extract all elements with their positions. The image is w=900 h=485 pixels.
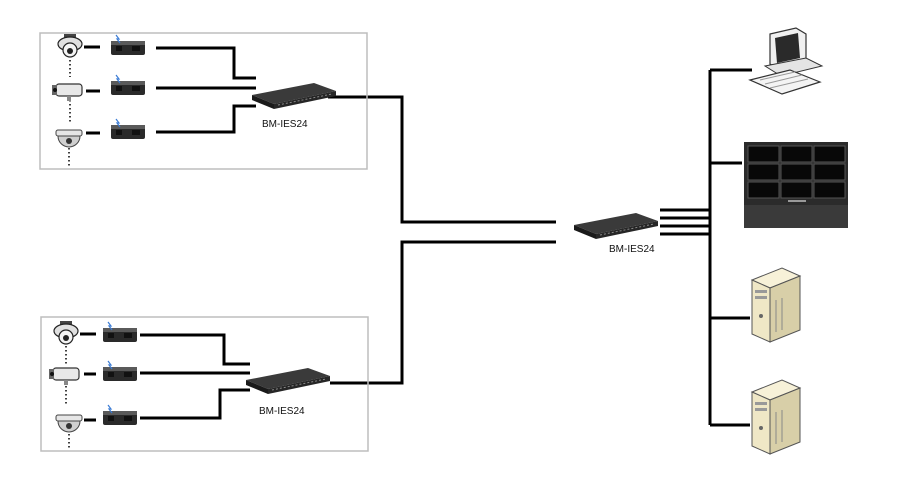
camera-links bbox=[80, 45, 100, 422]
bullet-camera-icon bbox=[51, 83, 83, 102]
camera-group-top: BM-IES24 bbox=[39, 32, 368, 170]
network-switch-icon bbox=[245, 367, 331, 395]
media-converter-icon bbox=[110, 74, 146, 96]
network-switch-icon bbox=[573, 212, 659, 240]
group-frame-bottom bbox=[40, 316, 369, 452]
dotted-links bbox=[65, 60, 71, 450]
connection-lines bbox=[140, 46, 752, 427]
server-icon bbox=[751, 267, 801, 343]
camera-group-bottom: BM-IES24 bbox=[40, 316, 369, 452]
switch-label-top: BM-IES24 bbox=[262, 119, 308, 130]
switch-label-center: BM-IES24 bbox=[609, 244, 655, 255]
workstation-icon bbox=[748, 27, 824, 95]
video-wall-icon bbox=[744, 142, 848, 228]
ptz-camera-icon bbox=[53, 320, 79, 345]
ptz-camera-icon bbox=[57, 33, 83, 58]
dome-camera-icon bbox=[55, 414, 83, 433]
switch-label-bottom: BM-IES24 bbox=[259, 406, 305, 417]
dome-camera-icon bbox=[55, 129, 83, 148]
server-icon bbox=[751, 379, 801, 455]
media-converter-icon bbox=[102, 404, 138, 426]
media-converter-icon bbox=[102, 321, 138, 343]
group-frame-top bbox=[39, 32, 368, 170]
bullet-camera-icon bbox=[48, 367, 80, 386]
media-converter-icon bbox=[110, 34, 146, 56]
media-converter-icon bbox=[110, 118, 146, 140]
media-converter-icon bbox=[102, 360, 138, 382]
network-switch-icon bbox=[251, 82, 337, 110]
core-switch: BM-IES24 bbox=[573, 212, 659, 255]
